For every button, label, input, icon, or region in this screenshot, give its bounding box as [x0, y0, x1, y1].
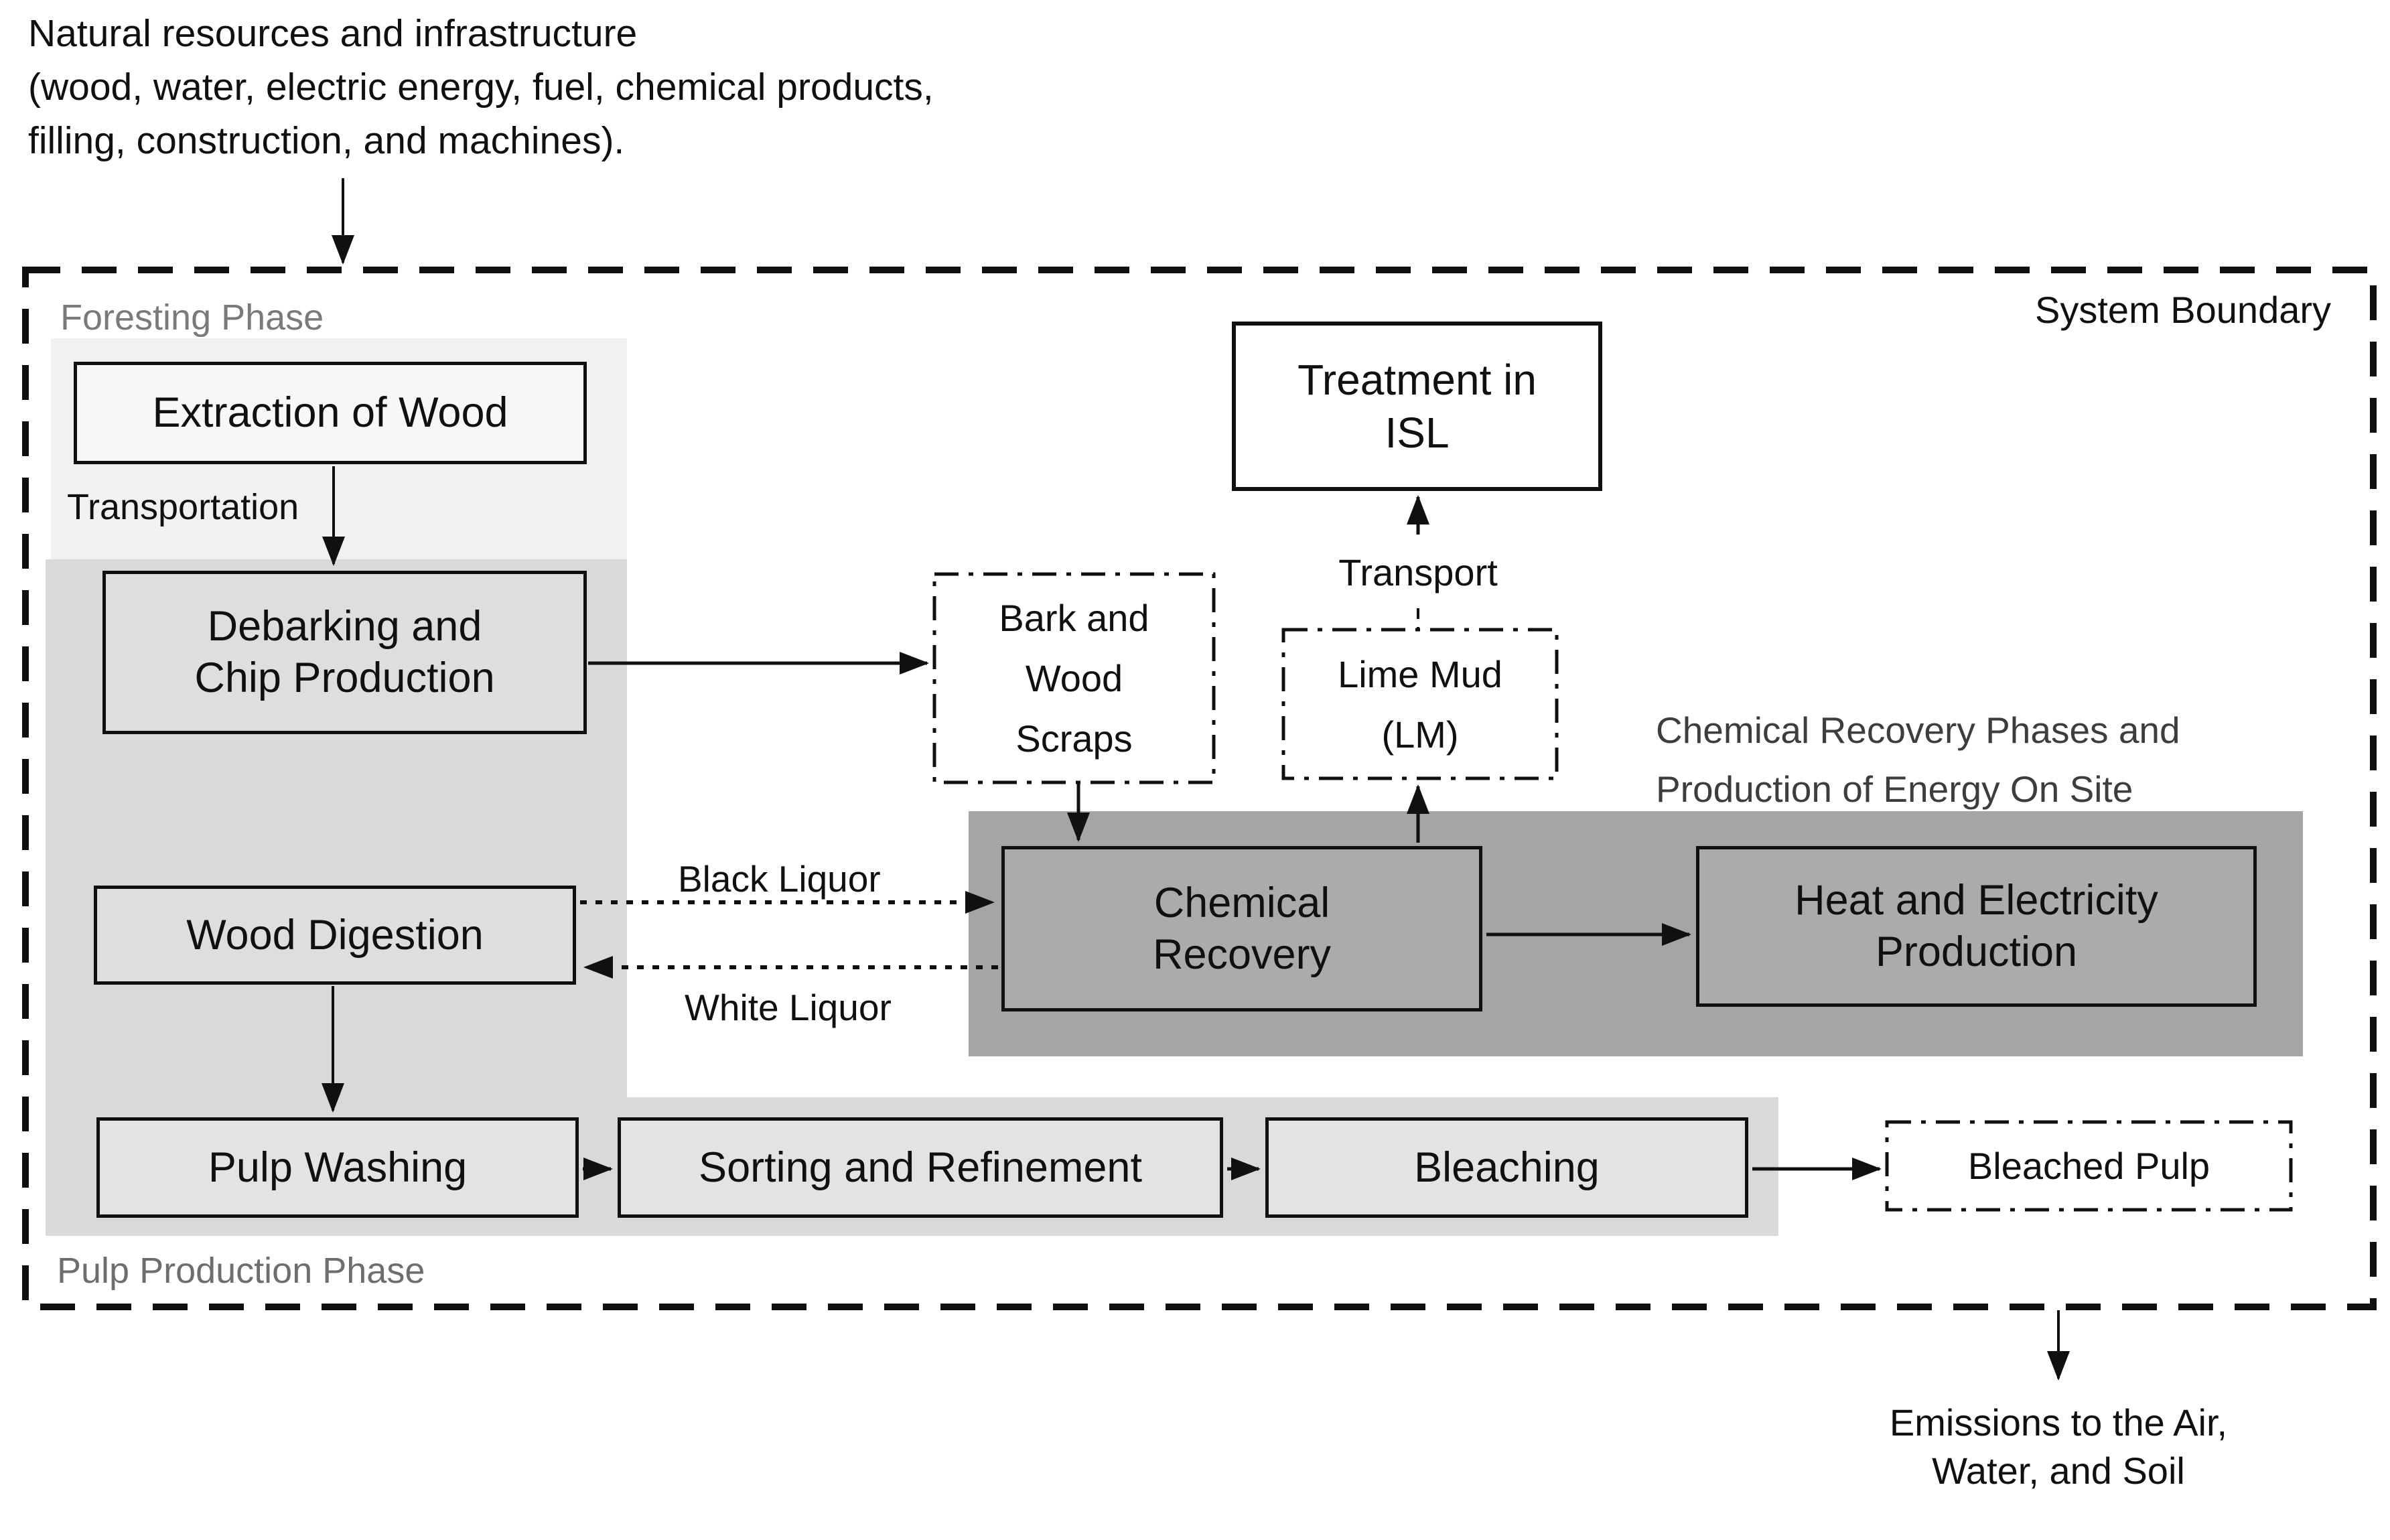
debarking-line-1: Debarking and: [207, 603, 482, 650]
emissions-label: Emissions to the Air, Water, and Soil: [1790, 1399, 2326, 1495]
transport-label: Transport: [1338, 551, 1498, 593]
extraction-of-wood-box: Extraction of Wood: [74, 362, 587, 464]
chemical-recovery-phases-line-1: Chemical Recovery Phases and: [1656, 709, 2180, 751]
pulp-production-phase-label: Pulp Production Phase: [57, 1251, 425, 1291]
natural-resources-line-2: (wood, water, electric energy, fuel, che…: [28, 66, 934, 109]
bark-wood-scraps-label: Bark and Wood Scraps: [934, 588, 1214, 769]
debarking-chip-production-box: Debarking and Chip Production: [102, 571, 587, 734]
bleaching-label: Bleaching: [1414, 1143, 1600, 1191]
treatment-in-isl-box: Treatment in ISL: [1232, 322, 1602, 491]
lime-mud-label: Lime Mud (LM): [1283, 644, 1557, 765]
chemical-recovery-phases-label: Chemical Recovery Phases and Production …: [1656, 701, 2180, 819]
white-liquor-label: White Liquor: [685, 987, 892, 1028]
treatment-isl-line-1: Treatment in: [1297, 356, 1537, 405]
extraction-of-wood-label: Extraction of Wood: [152, 389, 508, 437]
foresting-phase-label: Foresting Phase: [60, 297, 324, 338]
bark-scraps-line-3: Scraps: [1015, 717, 1133, 760]
pulp-washing-label: Pulp Washing: [208, 1143, 468, 1191]
debarking-line-2: Chip Production: [194, 654, 495, 701]
treatment-isl-line-2: ISL: [1385, 408, 1450, 457]
bark-wood-scraps-box: [932, 572, 1216, 784]
chemical-recovery-line-2: Recovery: [1152, 930, 1332, 978]
system-boundary-label: System Boundary: [2035, 289, 2331, 331]
sorting-refinement-box: Sorting and Refinement: [618, 1117, 1223, 1218]
emissions-line-1: Emissions to the Air,: [1889, 1401, 2228, 1444]
bleached-pulp-box: [1885, 1120, 2293, 1212]
emissions-line-2: Water, and Soil: [1932, 1450, 2185, 1492]
natural-resources-line-1: Natural resources and infrastructure: [28, 12, 638, 55]
heat-electricity-line-1: Heat and Electricity: [1795, 877, 2158, 924]
lime-mud-line-2: (LM): [1381, 713, 1459, 756]
heat-electricity-line-2: Production: [1875, 928, 2078, 975]
lime-mud-line-1: Lime Mud: [1338, 653, 1502, 695]
system-boundary-border: [22, 267, 2377, 1310]
wood-digestion-box: Wood Digestion: [94, 886, 576, 985]
black-liquor-label: Black Liquor: [678, 858, 881, 900]
natural-resources-note: Natural resources and infrastructure (wo…: [28, 7, 934, 167]
pulp-washing-box: Pulp Washing: [96, 1117, 579, 1218]
bleached-pulp-label: Bleached Pulp: [1967, 1144, 2210, 1187]
sorting-refinement-label: Sorting and Refinement: [699, 1143, 1142, 1191]
bark-scraps-line-2: Wood: [1025, 657, 1123, 699]
bleaching-box: Bleaching: [1265, 1117, 1748, 1218]
chemical-recovery-box: Chemical Recovery: [1001, 846, 1482, 1011]
transportation-label: Transportation: [67, 487, 299, 527]
bark-scraps-line-1: Bark and: [999, 597, 1149, 639]
natural-resources-line-3: filling, construction, and machines).: [28, 119, 625, 162]
wood-digestion-label: Wood Digestion: [186, 911, 484, 959]
chemical-recovery-line-1: Chemical: [1153, 879, 1330, 926]
chemical-recovery-phases-line-2: Production of Energy On Site: [1656, 768, 2133, 810]
heat-electricity-production-box: Heat and Electricity Production: [1696, 846, 2257, 1007]
lime-mud-box: [1281, 628, 1559, 780]
